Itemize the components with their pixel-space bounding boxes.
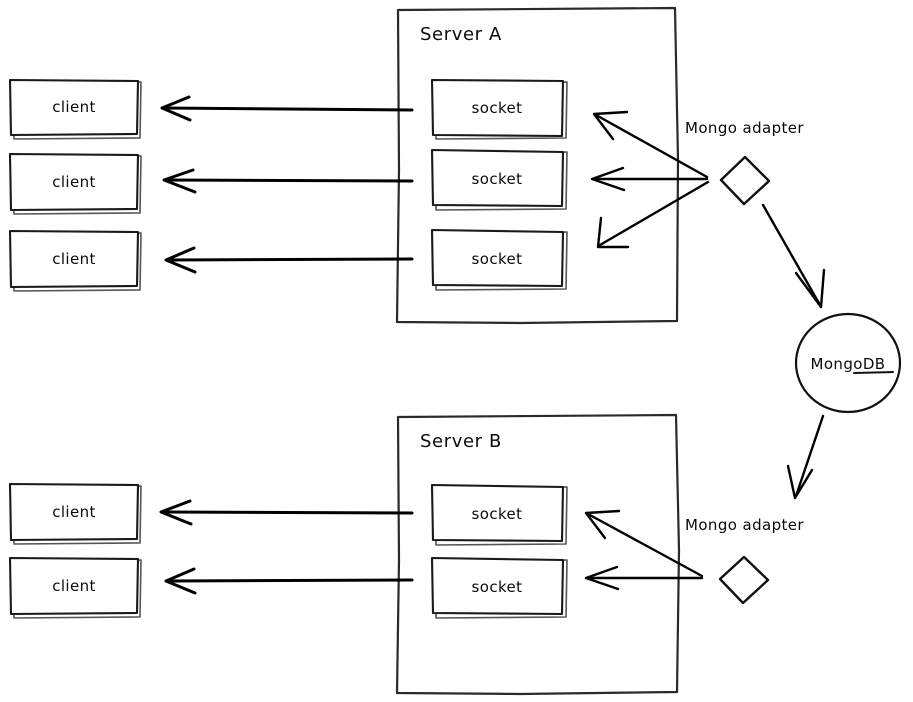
- client-box-4[interactable]: client: [8, 482, 142, 545]
- arrow-adapter-a-to-socket2: [590, 166, 709, 192]
- mongo-adapter-a-label: Mongo adapter: [685, 119, 804, 137]
- arrow-socket1-to-client1: [160, 95, 414, 122]
- client-box: [8, 152, 140, 212]
- mongo-adapter-b-label: Mongo adapter: [685, 516, 804, 534]
- socket-box: [430, 148, 565, 208]
- socket-box: [430, 556, 565, 616]
- client-label: client: [52, 503, 96, 521]
- server-a-container[interactable]: Server A: [395, 6, 680, 325]
- arrow-adapter-b-to-socket1: [584, 509, 704, 578]
- server-b-label: Server B: [420, 431, 502, 452]
- client-box-2[interactable]: client: [8, 152, 142, 215]
- arrow-socket2-to-client2: [162, 168, 414, 194]
- mongodb-circle: [794, 312, 902, 414]
- arrow-adapter-b-to-socket2: [584, 565, 704, 591]
- server-b-box: [395, 413, 681, 696]
- arrow-socket4-to-client4: [159, 499, 414, 526]
- mongo-adapter-a[interactable]: Mongo adapter: [685, 119, 804, 206]
- socket-label: socket: [472, 578, 523, 596]
- server-a-socket-3[interactable]: socket: [430, 228, 568, 291]
- client-box: [8, 229, 140, 289]
- client-box: [8, 78, 140, 137]
- socket-label: socket: [472, 505, 523, 523]
- arrow-adapter-a-to-socket3: [596, 180, 710, 249]
- client-box-3[interactable]: client: [8, 229, 142, 292]
- server-b-socket-2[interactable]: socket: [430, 556, 568, 619]
- arrow-mongodb-to-adapter-b: [786, 414, 825, 500]
- socket-box: [430, 228, 565, 288]
- server-a-box: [395, 6, 680, 325]
- socket-label: socket: [472, 250, 523, 268]
- server-b-container[interactable]: Server B: [395, 413, 681, 696]
- server-a-socket-2[interactable]: socket: [430, 148, 568, 211]
- server-b-socket-1[interactable]: socket: [430, 483, 568, 546]
- arrow-adapter-a-to-socket1: [592, 110, 709, 179]
- client-box-1[interactable]: client: [8, 78, 142, 140]
- client-box-5[interactable]: client: [8, 556, 142, 619]
- mongodb-underline: [853, 371, 894, 374]
- client-label: client: [52, 98, 96, 116]
- mongo-adapter-b-diamond: [718, 555, 770, 605]
- mongodb-node[interactable]: MongoDB: [794, 312, 902, 414]
- mongo-adapter-b[interactable]: Mongo adapter: [685, 516, 804, 605]
- socket-box: [430, 78, 565, 138]
- mongodb-label: MongoDB: [811, 355, 886, 373]
- server-a-socket-1[interactable]: socket: [430, 78, 568, 140]
- server-a-label: Server A: [420, 24, 502, 45]
- arrow-socket3-to-client3: [164, 246, 414, 274]
- client-label: client: [52, 173, 96, 191]
- socket-label: socket: [472, 99, 523, 117]
- client-label: client: [52, 250, 96, 268]
- client-label: client: [52, 577, 96, 595]
- arrow-adapter-a-to-mongodb: [761, 203, 826, 309]
- client-box: [8, 482, 140, 542]
- socket-label: socket: [472, 170, 523, 188]
- client-box: [8, 556, 140, 616]
- mongo-adapter-a-diamond: [719, 155, 771, 206]
- socket-box: [430, 483, 565, 543]
- arrow-socket5-to-client5: [164, 567, 414, 595]
